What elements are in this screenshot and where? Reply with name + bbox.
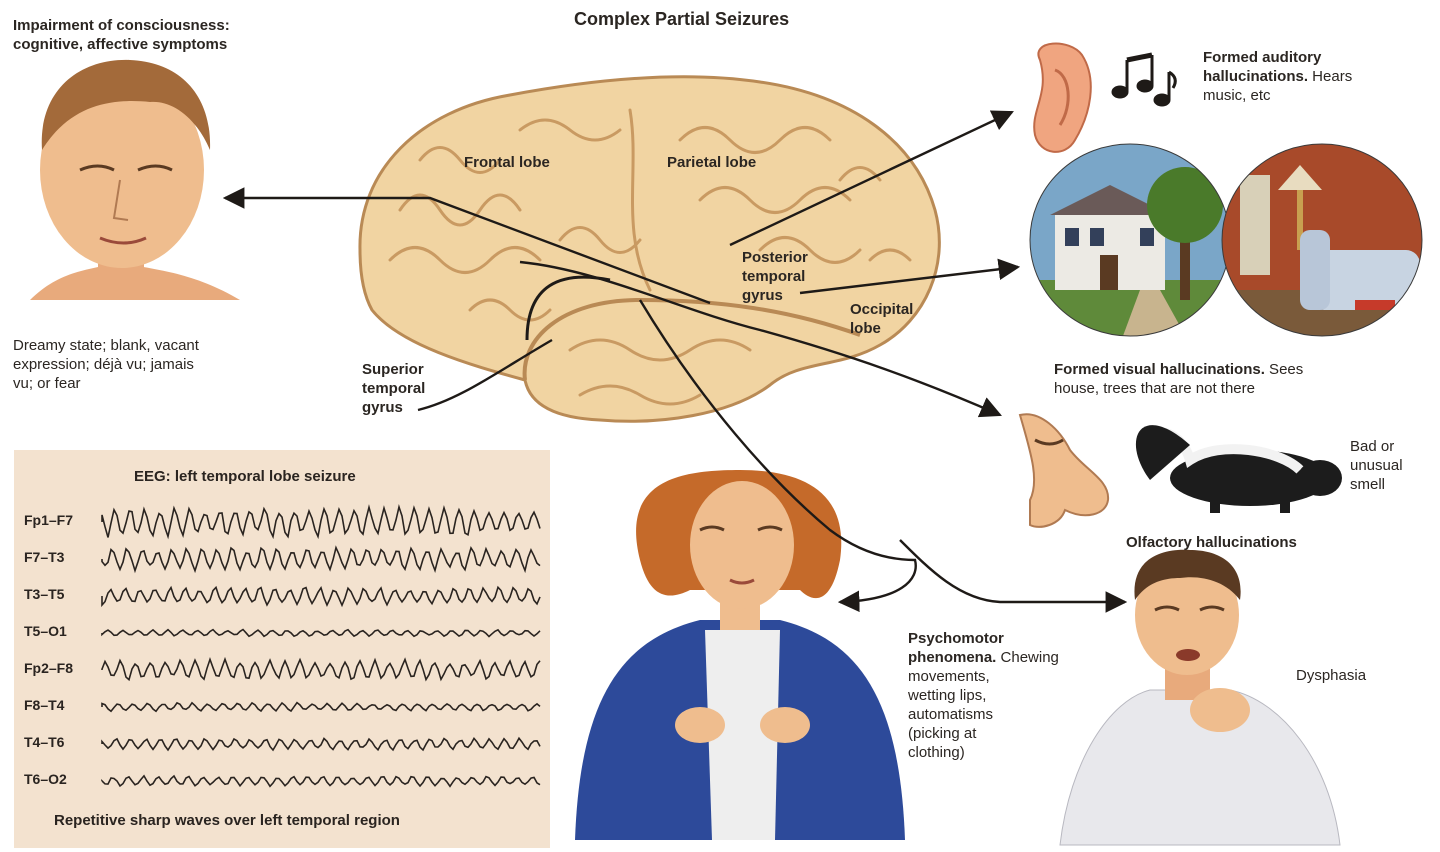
brain-illustration — [358, 75, 941, 423]
auditory-heading: Formed auditory — [1203, 49, 1322, 66]
eeg-trace — [101, 504, 541, 540]
occipital-lobe-label-line1: Occipital — [850, 301, 914, 318]
auditory-heading-line2: hallucinations. — [1203, 68, 1309, 85]
smell-line1: Bad or — [1350, 438, 1395, 455]
nose-illustration — [1018, 413, 1110, 528]
eeg-lead-label: T3–T5 — [24, 586, 65, 602]
eeg-trace — [101, 774, 541, 788]
occipital-lobe-label-line2: lobe — [850, 320, 881, 337]
superior-temporal-label-line1: Superior — [362, 361, 424, 378]
olfactory-heading: Olfactory hallucinations — [1126, 534, 1297, 551]
consciousness-desc-line2: expression; déjà vu; jamais — [13, 356, 194, 373]
visual-line1: Formed visual hallucinations. Sees — [1054, 360, 1303, 379]
smell-line3: smell — [1350, 476, 1386, 493]
eeg-lead-label: T6–O2 — [24, 771, 67, 787]
dysphasia-man-illustration — [1059, 549, 1341, 846]
connector-arrows — [222, 110, 1128, 613]
eeg-lead-label: Fp1–F7 — [24, 512, 74, 528]
dreamy-man-illustration — [30, 59, 240, 300]
psychomotor-line6: (picking at — [908, 725, 977, 742]
psychomotor-heading-line2: phenomena. — [908, 649, 997, 666]
eeg-trace — [101, 701, 541, 713]
eeg-trace — [101, 736, 541, 752]
consciousness-heading-line2: cognitive, affective symptoms — [13, 36, 228, 53]
eeg-trace — [101, 628, 541, 638]
eeg-trace — [101, 585, 541, 608]
eeg-lead-label: T4–T6 — [24, 734, 65, 750]
posterior-temporal-label-line2: temporal — [742, 268, 806, 285]
eeg-caption: Repetitive sharp waves over left tempora… — [54, 812, 400, 829]
consciousness-desc-line1: Dreamy state; blank, vacant — [13, 337, 199, 354]
psychomotor-line2: phenomena. Chewing — [908, 648, 1059, 667]
psychomotor-heading: Psychomotor — [908, 630, 1004, 647]
eeg-title: EEG: left temporal lobe seizure — [134, 468, 356, 485]
dysphasia-label: Dysphasia — [1296, 667, 1367, 684]
eeg-trace — [101, 656, 541, 682]
smell-line2: unusual — [1350, 457, 1403, 474]
page-title: Complex Partial Seizures — [574, 9, 790, 29]
psychomotor-line3: movements, — [908, 668, 990, 685]
ear-illustration — [1033, 42, 1092, 153]
psychomotor-rest: Chewing — [996, 649, 1059, 666]
frontal-lobe-label: Frontal lobe — [464, 154, 550, 171]
house-scene-illustration — [1029, 143, 1231, 337]
posterior-temporal-label-line1: Posterior — [742, 249, 808, 266]
visual-line2: house, trees that are not there — [1054, 380, 1255, 397]
auditory-rest: Hears — [1308, 68, 1353, 85]
eeg-lead-label: F7–T3 — [24, 549, 65, 565]
music-notes-icon — [1111, 52, 1177, 107]
eeg-lead-label: Fp2–F8 — [24, 660, 74, 676]
eeg-lead-label: F8–T4 — [24, 697, 65, 713]
eeg-trace — [101, 545, 541, 574]
auditory-line3: music, etc — [1203, 87, 1271, 104]
skunk-illustration — [1135, 425, 1342, 513]
psychomotor-line4: wetting lips, — [908, 687, 987, 704]
eeg-lead-label: T5–O1 — [24, 623, 67, 639]
parietal-lobe-label: Parietal lobe — [667, 154, 757, 171]
consciousness-heading-line1: Impairment of consciousness: — [13, 17, 230, 34]
room-scene-illustration — [1221, 143, 1423, 337]
eeg-traces — [101, 504, 541, 788]
psychomotor-line7: clothing) — [908, 744, 965, 761]
posterior-temporal-label-line3: gyrus — [742, 287, 783, 304]
consciousness-desc-line3: vu; or fear — [13, 375, 81, 392]
superior-temporal-label-line2: temporal — [362, 380, 426, 397]
psychomotor-line5: automatisms — [908, 706, 994, 723]
woman-illustration — [575, 470, 905, 840]
visual-rest: Sees — [1264, 361, 1304, 378]
superior-temporal-label-line3: gyrus — [362, 399, 403, 416]
auditory-line2: hallucinations. Hears — [1203, 67, 1352, 86]
visual-heading: Formed visual hallucinations. — [1054, 361, 1265, 378]
